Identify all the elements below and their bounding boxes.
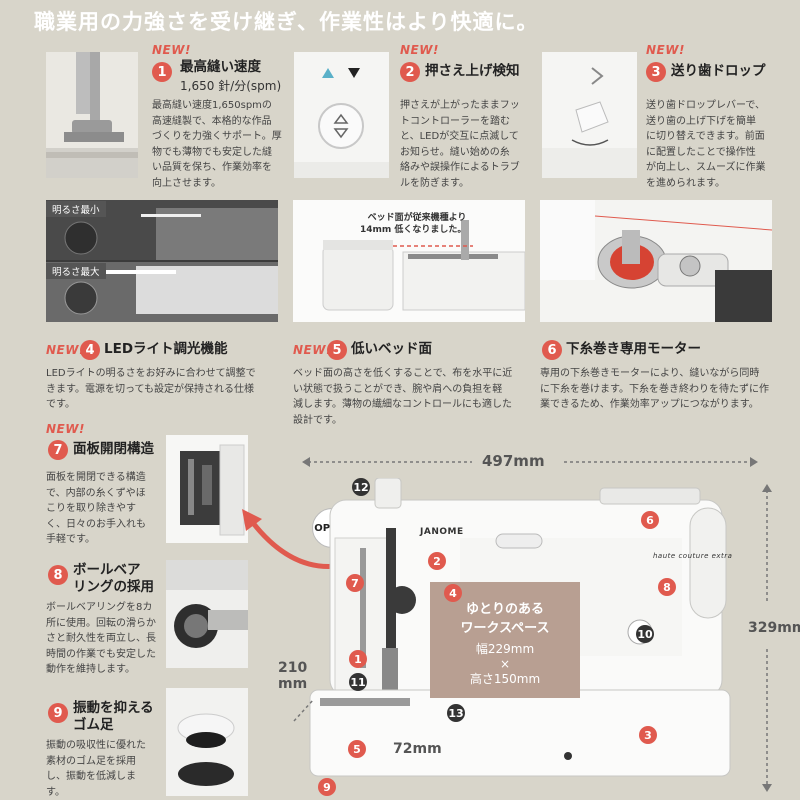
- height-dimension: 329mm: [748, 620, 800, 636]
- feature-2-new-label: NEW!: [400, 43, 439, 57]
- marker-13: 13: [447, 704, 465, 722]
- marker-6: 6: [641, 511, 659, 529]
- feature-7-number: 7: [48, 440, 68, 460]
- feature-8-number: 8: [48, 565, 68, 585]
- feature-1-subtitle: 1,650 針/分(spm): [180, 79, 282, 93]
- feature-3-title: 送り歯ドロップ: [671, 63, 766, 79]
- feature-9-description: 振動の吸収性に優れた素材のゴム足を採用し、振動を低減します。: [46, 740, 146, 798]
- page-title: 職業用の力強さを受け継ぎ、作業性はより快適に。: [34, 10, 539, 34]
- feature-2-number: 2: [400, 62, 420, 82]
- marker-3: 3: [639, 726, 657, 744]
- marker-5: 5: [348, 740, 366, 758]
- marker-11: 11: [349, 673, 367, 691]
- feature-3-new-label: NEW!: [646, 43, 685, 57]
- feature-7-description: 面板を開閉できる構造で、内部の糸くずやほこりを取り除きやすく、日々のお手入れも手…: [46, 472, 146, 545]
- feature-7-title: 面板開閉構造: [73, 441, 154, 457]
- ball-bearing-photo: [166, 560, 248, 668]
- feature-7-new-label: NEW!: [46, 422, 85, 436]
- workspace-box: ゆとりのある ワークスペース 幅229mm × 高さ150mm: [430, 582, 580, 698]
- brand-model: haute couture extra: [653, 552, 733, 560]
- feature-5-description: ベッド面の高さを低くすることで、布を水平に近い状態で扱うことができ、腕や肩への負…: [293, 368, 513, 426]
- feature-8-description: ボールベアリングを8カ所に使用。回転の滑らかさと耐久性を両立し、長時間の作業でも…: [46, 602, 156, 675]
- led-min-label: 明るさ最小: [46, 201, 106, 217]
- feature-6-description: 専用の下糸巻きモーターにより、縫いながら同時に下糸を巻けます。下糸を巻き終わりを…: [540, 368, 769, 410]
- marker-1: 1: [349, 650, 367, 668]
- feature-2-description: 押さえが上がったままフットコントローラーを踏むと、LEDが交互に点滅してお知らせ…: [400, 100, 520, 189]
- feature-4-number: 4: [80, 340, 100, 360]
- feature-3-photo: [542, 52, 637, 178]
- feature-1-description: 最高縫い速度1,650spmの高速縫製で、本格的な作品づくりを力強くサポート。厚…: [152, 100, 282, 189]
- marker-10: 10: [636, 625, 654, 643]
- feature-5-number: 5: [327, 340, 347, 360]
- feature-4-new-label: NEW!: [46, 343, 85, 357]
- brand-name: JANOME: [420, 527, 464, 537]
- feature-1-photo: [46, 52, 138, 178]
- feature-5-new-label: NEW!: [293, 343, 332, 357]
- width-dimension: 497mm: [482, 452, 545, 470]
- feature-5-title: 低いベッド面: [351, 341, 432, 357]
- marker-4: 4: [444, 584, 462, 602]
- feature-9-number: 9: [48, 703, 68, 723]
- led-max-label: 明るさ最大: [46, 263, 106, 279]
- feature-1-title: 最高縫い速度: [180, 59, 261, 75]
- rubber-foot-photo: [166, 688, 248, 796]
- feature-4-title: LEDライト調光機能: [104, 341, 228, 357]
- marker-8: 8: [658, 578, 676, 596]
- feature-1-new-label: NEW!: [152, 43, 191, 57]
- marker-7: 7: [346, 574, 364, 592]
- feature-3-number: 3: [646, 62, 666, 82]
- bed-height-dimension: 72mm: [393, 741, 442, 757]
- width-dimension-line: [302, 457, 758, 467]
- bobbin-winder-photo: [540, 200, 772, 322]
- feature-1-number: 1: [152, 62, 172, 82]
- marker-9: 9: [318, 778, 336, 796]
- feature-3-description: 送り歯ドロップレバーで、送り歯の上げ下げを簡単に切り替えできます。前面に配置した…: [646, 100, 766, 189]
- feature-2-title: 押さえ上げ検知: [425, 63, 520, 79]
- height-dimension-line: [762, 484, 772, 792]
- feature-9-title: 振動を抑えるゴム足: [73, 700, 154, 733]
- feature-8-title: ボールベアリングの採用: [73, 562, 154, 595]
- feature-2-photo: [294, 52, 389, 178]
- feature-6-title: 下糸巻き専用モーター: [566, 341, 701, 357]
- led-brightness-photo: [46, 200, 278, 322]
- face-plate-photo: [166, 435, 248, 543]
- marker-2: 2: [428, 552, 446, 570]
- low-bed-photo: [293, 200, 525, 322]
- feature-6-number: 6: [542, 340, 562, 360]
- feature-4-description: LEDライトの明るさをお好みに合わせて調整できます。電源を切っても設定が保持され…: [46, 368, 256, 410]
- marker-12: 12: [352, 478, 370, 496]
- depth-dimension-line: [293, 698, 315, 722]
